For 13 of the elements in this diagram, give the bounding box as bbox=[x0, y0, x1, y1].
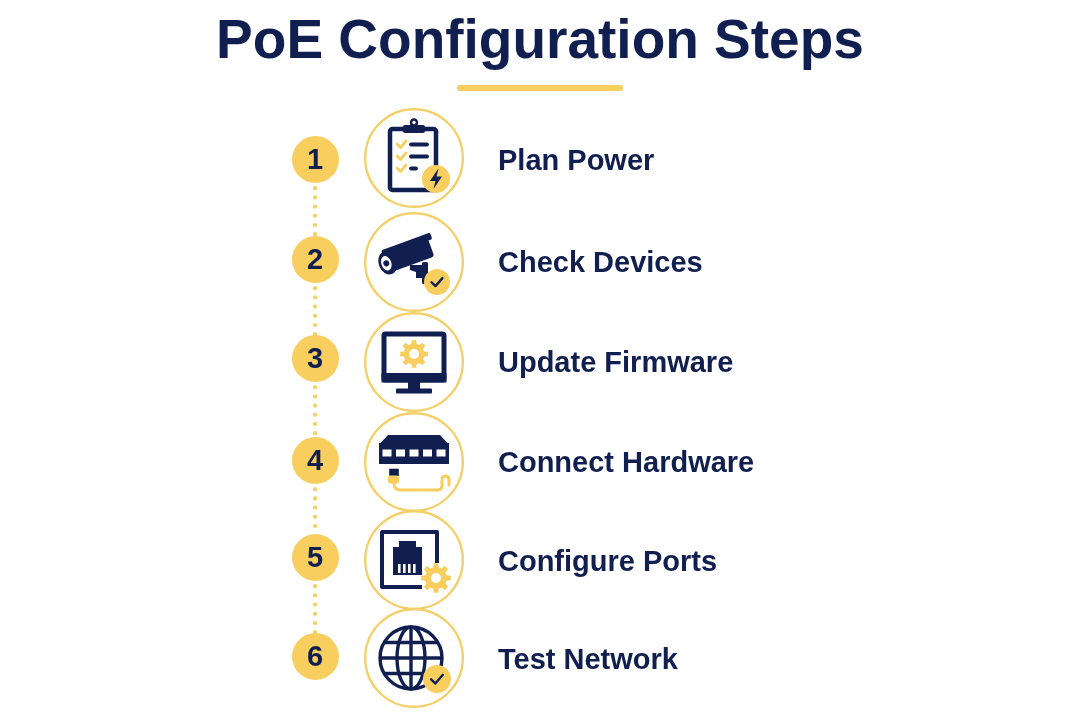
step-label: Check Devices bbox=[498, 245, 703, 279]
step-label: Plan Power bbox=[498, 143, 655, 177]
title: PoE Configuration Steps bbox=[216, 7, 864, 72]
step-label: Test Network bbox=[498, 642, 678, 676]
number-badge: 5 bbox=[291, 533, 339, 581]
number-badge: 2 bbox=[291, 235, 339, 283]
number-badge: 1 bbox=[291, 135, 339, 183]
number-badge: 4 bbox=[291, 436, 339, 484]
number-badge: 3 bbox=[291, 334, 339, 382]
step-label: Configure Ports bbox=[498, 544, 718, 578]
step-label: Connect Hardware bbox=[498, 445, 755, 479]
step-label: Update Firmware bbox=[498, 345, 734, 379]
number-badge: 6 bbox=[291, 632, 339, 680]
